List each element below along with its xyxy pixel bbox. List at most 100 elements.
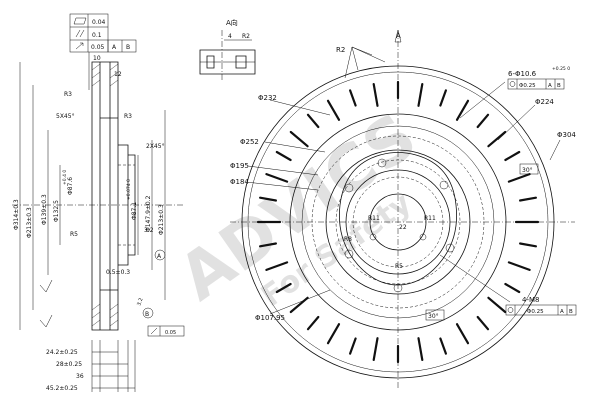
tol-ref-b: B: [126, 44, 130, 51]
dim-d87-1: Φ87.1: [131, 202, 138, 220]
front-r2: R2: [336, 46, 345, 54]
dim-d213-2: Φ213±0.3: [158, 204, 165, 235]
vent-slot: [265, 261, 289, 271]
dim-r5: R5: [395, 263, 403, 270]
runout-small-icon: [150, 327, 158, 335]
side-section-view: 10 12 R3 R3 5X45° 2X45° Φ314±0.3 Φ213±0.…: [12, 55, 185, 392]
vent-slot: [504, 150, 521, 162]
dim-d224: Φ224: [535, 98, 554, 106]
holes-spec: 6-Φ10.6: [508, 70, 537, 78]
vent-slot: [518, 196, 538, 202]
vent-slot: [275, 150, 292, 162]
dim-chamfer-2: 2X45°: [146, 143, 165, 150]
vent-slot: [372, 82, 379, 107]
dim-12: 12: [114, 71, 122, 78]
datum-b-marker: B: [145, 311, 149, 318]
vent-slot: [455, 99, 470, 121]
runout-icon: [75, 42, 84, 50]
tol-parallel-value: 0.1: [92, 32, 102, 39]
holes-tol: +0.25 0: [552, 66, 570, 72]
side-runout-value: 0.05: [165, 330, 176, 336]
holes-ref-b: B: [557, 83, 561, 89]
dim-3-2: 3.2: [144, 227, 154, 234]
dim-width-45: 45.2±0.25: [46, 385, 78, 392]
vent-slot: [265, 173, 289, 183]
dim-chamfer-5: 5X45°: [56, 113, 75, 120]
dim-d87: Φ87.6: [67, 177, 74, 195]
section-a-view: A向 4 R2: [199, 18, 256, 80]
vent-slot: [372, 337, 379, 361]
position-icon: [509, 81, 516, 87]
position-icon: [507, 307, 514, 313]
thread-spec: 4-M8: [522, 296, 539, 304]
thread-ref-a: A: [560, 309, 564, 315]
front-view: R2 A 6-Φ10.6 +0.25 0 Φ0.25 A B Φ232 Φ224…: [230, 29, 576, 390]
vent-slot: [417, 337, 424, 361]
vent-slot: [326, 323, 341, 345]
datum-a-marker: A: [157, 253, 162, 260]
vent-slot: [518, 242, 538, 248]
dim-d232: Φ232: [258, 94, 277, 102]
dim-d132: Φ132.5: [53, 200, 60, 222]
vent-slot: [487, 296, 507, 314]
dim-width-28: 28±0.25: [56, 361, 82, 368]
dim-w10: 10: [93, 55, 101, 62]
dim-width-24: 24.2±0.25: [46, 349, 78, 356]
flatness-icon: [73, 17, 87, 25]
vent-slot: [259, 242, 277, 248]
dim-ra-3-2: 3.2: [136, 297, 144, 307]
holes-ref-a: A: [548, 83, 552, 89]
dim-d147: Φ147.9±0.2: [145, 195, 152, 232]
dim-22: 22: [399, 224, 407, 231]
vent-slot: [259, 196, 277, 202]
vent-slot: [455, 323, 470, 345]
vent-slot: [507, 261, 531, 271]
dim-r5: R5: [70, 231, 78, 238]
thread-ref-b: B: [569, 309, 573, 315]
tol-runout-value: 0.05: [91, 44, 105, 51]
vent-slot: [275, 282, 292, 294]
vent-slot: [289, 130, 309, 148]
dim-d184: Φ184: [230, 178, 249, 186]
tol-ref-a: A: [112, 44, 117, 51]
vent-slot: [476, 113, 490, 129]
tolerance-frame: 0.04 0.1 0.05 A B: [69, 13, 137, 90]
vent-slot: [326, 99, 341, 121]
parallelism-icon: [75, 29, 85, 38]
dim-d213: Φ213±0.3: [26, 207, 33, 238]
vent-slot: [417, 82, 424, 107]
dim-d304: Φ304: [557, 131, 576, 139]
vent-slot: [507, 173, 531, 183]
vent-slot: [504, 282, 521, 294]
section-dim-r2: R2: [242, 33, 250, 40]
holes-pos: Φ0.25: [519, 83, 536, 89]
vent-slot: [306, 113, 320, 129]
dim-r11-right: R11: [424, 215, 436, 222]
section-title: A向: [226, 18, 238, 27]
dim-d107: Φ107.95: [255, 314, 285, 322]
dim-r11-left: R11: [368, 215, 380, 222]
vent-slot: [476, 315, 490, 331]
dim-width-36: 36: [76, 373, 84, 380]
dim-r8: R8: [344, 236, 352, 243]
dim-d252: Φ252: [240, 138, 259, 146]
dim-d139: Φ139±0.3: [41, 194, 48, 225]
vent-slot: [487, 130, 507, 148]
vent-slot: [439, 337, 447, 355]
dim-d87-tol: +0.4 0: [62, 170, 68, 185]
vent-slots: [256, 80, 540, 364]
vent-slot: [306, 315, 320, 331]
thread-pos: Φ0.25: [527, 309, 544, 315]
front-label-a: A: [396, 32, 401, 40]
dim-r3-mid: R3: [124, 113, 132, 120]
dim-d314: Φ314±0.3: [13, 199, 20, 230]
watermark: ADVICS For Safety: [166, 100, 430, 316]
angle-30-top: 30°: [522, 167, 533, 174]
dim-d195: Φ195: [230, 162, 249, 170]
section-dim-4: 4: [228, 33, 232, 40]
tol-flatness-value: 0.04: [92, 19, 106, 26]
vent-slot: [439, 89, 447, 107]
vent-slot: [349, 89, 357, 107]
dim-0-5: 0.5±0.3: [106, 269, 130, 276]
